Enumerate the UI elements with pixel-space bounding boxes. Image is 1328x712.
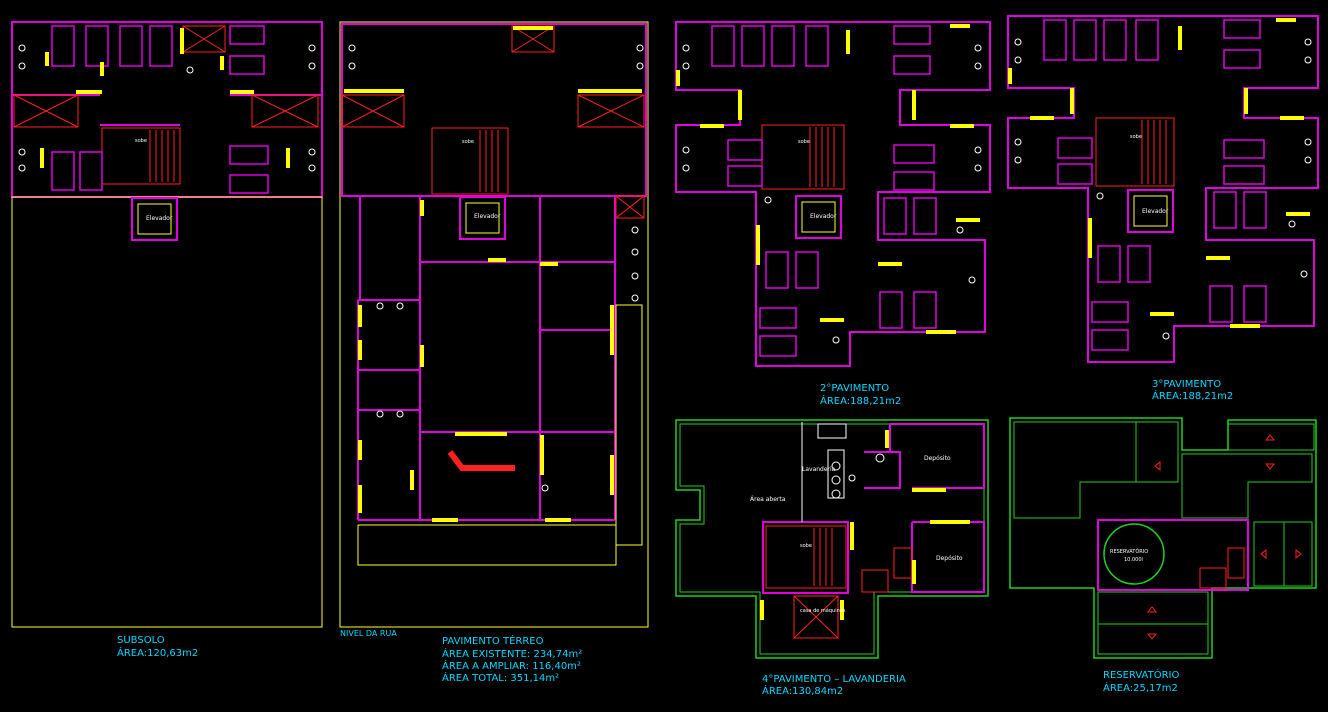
reservatorio-area: ÁREA:25,17m2 bbox=[1103, 681, 1178, 694]
lavanderia-label: Lavanderia bbox=[802, 466, 836, 473]
plan-reservatorio bbox=[1009, 417, 1317, 659]
pav2-title: 2°PAVIMENTO bbox=[820, 383, 889, 394]
elevador-label-pav3: Elevador bbox=[1142, 208, 1169, 215]
casa-maquinas-label: casa de máquinas bbox=[800, 607, 846, 614]
reservatorio-title: RESERVATÓRIO bbox=[1103, 668, 1179, 681]
deposito-label-2: Depósito bbox=[936, 555, 963, 562]
subsolo-area: ÁREA:120,63m2 bbox=[117, 646, 198, 659]
sobe-label-subsolo: sobe bbox=[135, 138, 147, 144]
sobe-label-pav4: sobe bbox=[800, 543, 812, 549]
street-level-label: NIVEL DA RUA bbox=[340, 629, 397, 638]
terreo-title: PAVIMENTO TÉRREO bbox=[442, 634, 544, 647]
pav4-title: 4°PAVIMENTO – LAVANDERIA bbox=[762, 674, 906, 685]
plan-captions: SUBSOLO ÁREA:120,63m2 NIVEL DA RUA PAVIM… bbox=[117, 379, 1233, 697]
terreo-area-expand: ÁREA A AMPLIAR: 116,40m² bbox=[442, 659, 581, 672]
deposito-label-1: Depósito bbox=[924, 455, 951, 462]
reservatorio-tank-label: RESERVATÓRIO bbox=[1110, 548, 1148, 555]
terreo-area-total: ÁREA TOTAL: 351,14m² bbox=[442, 671, 559, 684]
sobe-label-terreo: sobe bbox=[462, 139, 474, 145]
pav2-area: ÁREA:188,21m2 bbox=[820, 394, 901, 407]
sobe-label-pav2: sobe bbox=[798, 139, 810, 145]
room-labels: Elevador Elevador Elevador Elevador sobe… bbox=[135, 134, 1169, 614]
sobe-label-pav3: sobe bbox=[1130, 134, 1142, 140]
plan-pav3 bbox=[1007, 15, 1319, 363]
plan-terreo bbox=[339, 21, 649, 628]
subsolo-title: SUBSOLO bbox=[117, 635, 165, 646]
elevador-label-pav2: Elevador bbox=[810, 213, 837, 220]
pav4-area: ÁREA:130,84m2 bbox=[762, 684, 843, 697]
pav3-title: 3°PAVIMENTO bbox=[1152, 379, 1221, 390]
elevador-label-terreo: Elevador bbox=[474, 213, 501, 220]
plan-pav4 bbox=[675, 419, 989, 659]
plan-subsolo bbox=[11, 21, 323, 628]
terreo-area-existing: ÁREA EXISTENTE: 234,74m² bbox=[442, 647, 582, 660]
pav3-area: ÁREA:188,21m2 bbox=[1152, 389, 1233, 402]
plan-pav2 bbox=[675, 21, 991, 367]
elevador-label-subsolo: Elevador bbox=[146, 215, 173, 222]
area-aberta-label: Área aberta bbox=[750, 496, 786, 503]
tank-volume-label: 10.000l bbox=[1124, 557, 1143, 563]
